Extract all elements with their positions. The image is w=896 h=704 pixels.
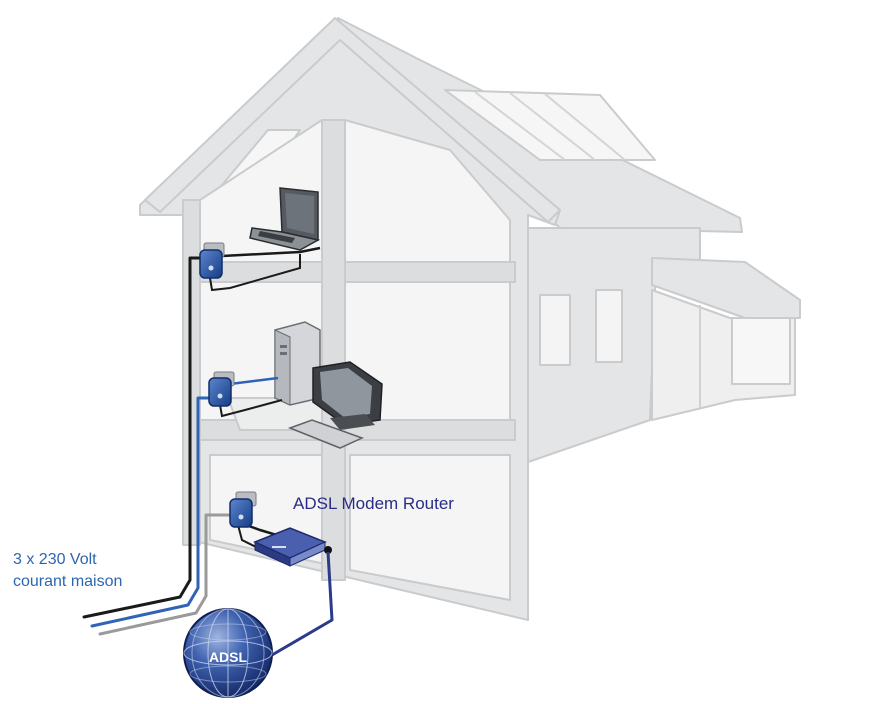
laptop — [249, 187, 321, 251]
cable-dark — [82, 256, 207, 619]
front-roof-edge — [144, 17, 561, 223]
powerline-adapter-low — [229, 491, 257, 528]
keyboard — [287, 419, 364, 449]
powerline-adapter-mid — [208, 371, 235, 407]
desktop-pc — [274, 321, 321, 406]
adapter-top-lead — [209, 254, 301, 292]
cable-blue — [90, 396, 216, 628]
globe-label: ADSL — [209, 649, 248, 665]
adapter-low-lead — [237, 524, 259, 549]
router-label: ADSL Modem Router — [293, 494, 454, 513]
adsl-line — [271, 551, 334, 657]
adsl-globe: ADSL — [183, 608, 273, 698]
house — [139, 17, 801, 621]
center-wall — [321, 119, 346, 581]
adsl-modem-router — [253, 527, 327, 567]
wall-socket-dot — [324, 546, 332, 554]
pc-cable — [229, 376, 279, 386]
power-cables — [82, 256, 234, 636]
powerline-adapter-top — [199, 242, 225, 279]
cable-grey — [98, 513, 234, 636]
room-low-right — [349, 454, 511, 601]
laptop-cable — [221, 246, 321, 258]
power-label-line2: courant maison — [13, 573, 123, 590]
monitor — [312, 361, 383, 430]
floor-slab-top — [194, 261, 516, 283]
power-label-line1: 3 x 230 Volt — [13, 551, 97, 568]
porch-roof — [651, 257, 801, 319]
adapter-mid-lead — [219, 399, 283, 418]
